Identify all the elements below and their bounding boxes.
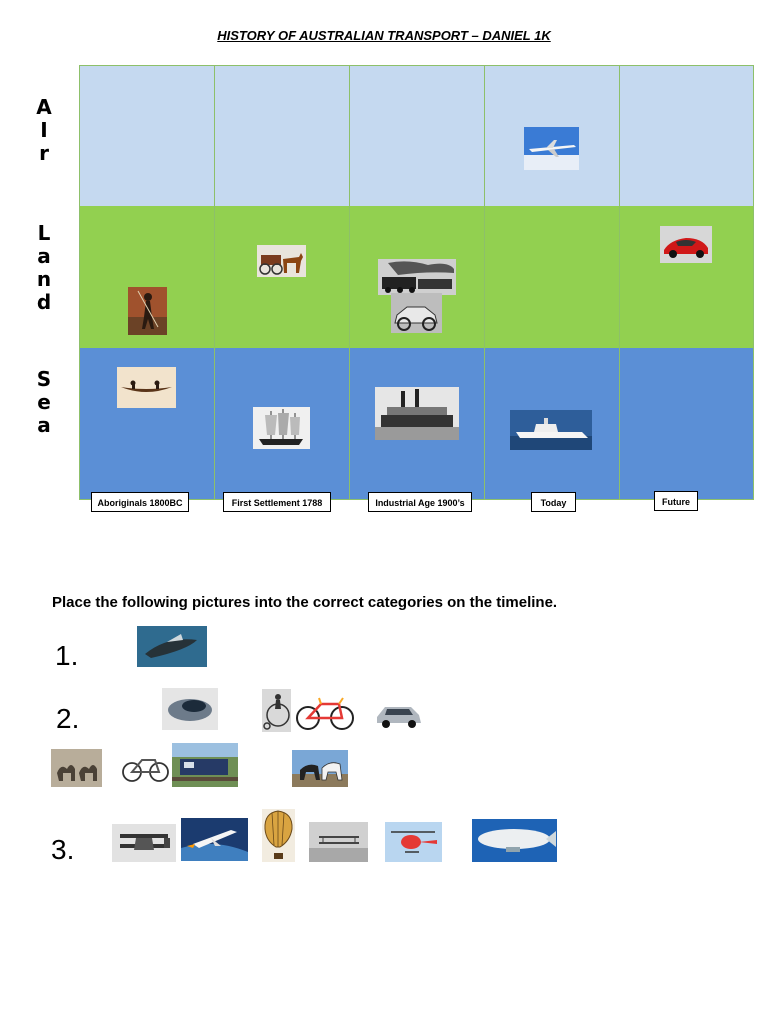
horse-carriage-picture[interactable]: [257, 245, 306, 277]
steam-train-picture[interactable]: [378, 259, 456, 295]
era-label-first-settlement: First Settlement 1788: [223, 492, 331, 512]
hot-air-balloon-picture[interactable]: [262, 809, 295, 862]
instruction-text: Place the following pictures into the co…: [52, 594, 558, 611]
air-letter: I: [40, 118, 48, 142]
paddle-steamer-picture[interactable]: [375, 387, 459, 440]
column-divider: [484, 65, 485, 500]
sea-group-number: 1.: [55, 640, 79, 671]
biplane-picture[interactable]: [112, 824, 176, 862]
bark-canoe-picture[interactable]: [117, 367, 176, 408]
sailing-ship-picture[interactable]: [253, 407, 310, 449]
era-label-today: Today: [531, 492, 576, 512]
racing-bicycle-picture[interactable]: [295, 694, 355, 733]
mountain-bike-picture[interactable]: [121, 751, 170, 785]
futuristic-pod-car-picture[interactable]: [162, 688, 218, 730]
air-letter: A: [36, 95, 52, 119]
airplane-picture[interactable]: [524, 127, 579, 170]
land-letter: d: [36, 290, 52, 314]
space-shuttle-picture[interactable]: [181, 818, 248, 861]
column-divider: [349, 65, 350, 500]
air-letter: r: [39, 141, 49, 165]
row-label-sea: S e a: [34, 368, 54, 437]
era-label-industrial-age: Industrial Age 1900’s: [368, 492, 472, 512]
helicopter-picture[interactable]: [385, 822, 442, 862]
air-group-number: 3.: [51, 834, 75, 865]
land-letter: L: [37, 221, 51, 245]
land-letter: n: [36, 267, 52, 291]
row-label-land: L a n d: [34, 222, 54, 314]
futuristic-submarine-picture[interactable]: [137, 626, 207, 667]
sea-letter: S: [36, 367, 52, 391]
era-label-future: Future: [654, 491, 698, 511]
modern-ship-picture[interactable]: [510, 410, 592, 450]
diesel-train-picture[interactable]: [172, 743, 238, 787]
future-sports-car-picture[interactable]: [660, 226, 712, 263]
row-label-air: A I r: [34, 96, 54, 165]
suv-car-picture[interactable]: [373, 699, 425, 731]
aboriginal-hunter-picture[interactable]: [128, 287, 167, 335]
airship-picture[interactable]: [472, 819, 557, 862]
wright-flyer-picture[interactable]: [309, 822, 368, 862]
camel-train-picture[interactable]: [51, 749, 102, 787]
penny-farthing-picture[interactable]: [262, 689, 291, 732]
worksheet-title: HISTORY OF AUSTRALIAN TRANSPORT – DANIEL…: [217, 28, 551, 43]
sea-letter: a: [37, 413, 51, 437]
air-row: [79, 65, 754, 206]
column-divider: [214, 65, 215, 500]
column-divider: [619, 65, 620, 500]
vintage-car-picture[interactable]: [391, 293, 442, 333]
era-label-aboriginals: Aboriginals 1800BC: [91, 492, 189, 512]
land-group-number: 2.: [56, 703, 80, 734]
sea-letter: e: [37, 390, 51, 414]
land-letter: a: [37, 244, 51, 268]
bullock-team-picture[interactable]: [292, 750, 348, 787]
